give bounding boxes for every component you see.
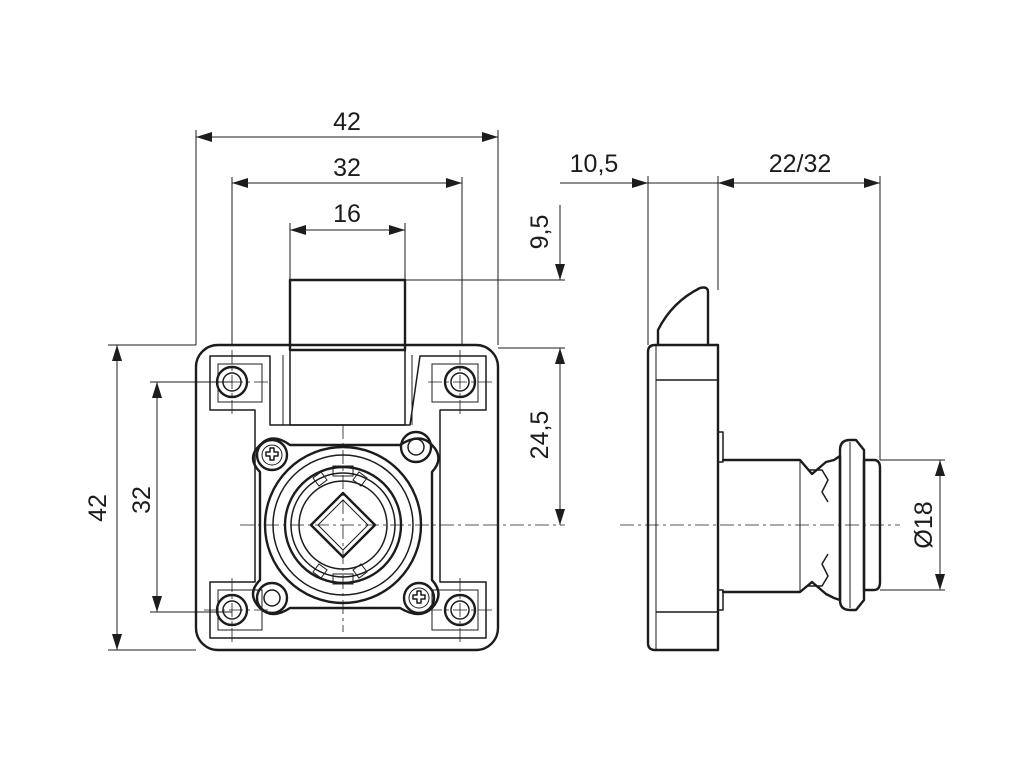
cylinder-flange	[251, 437, 440, 616]
bolt	[288, 278, 407, 352]
dim-bolt-16: 16	[333, 200, 361, 228]
dim-length-22-32: 22/32	[769, 150, 832, 178]
bolt-slot	[289, 349, 406, 426]
front-dimensions: 42 32 16 42 32 9,5	[84, 108, 565, 651]
side-dimensions: 10,5 22/32 Ø18	[560, 150, 945, 591]
cylinder-flange-side	[838, 438, 866, 612]
dim-thickness-10-5: 10,5	[570, 150, 619, 178]
mounting-hole-top-right	[443, 365, 477, 399]
dim-bolt-offset-9-5: 9,5	[526, 215, 554, 250]
cylinder-end-side	[862, 458, 882, 592]
dim-width-32: 32	[333, 154, 361, 182]
screw-bottom-right	[402, 581, 436, 615]
dim-height-42: 42	[84, 494, 112, 522]
bolt-latch-side	[656, 286, 710, 347]
lock-plate	[194, 343, 500, 652]
cylinder-shaft-side	[721, 454, 842, 602]
dim-diameter-18: Ø18	[910, 501, 938, 548]
dim-height-32: 32	[128, 486, 156, 514]
screw-bottom-left	[255, 581, 289, 615]
dim-width-42: 42	[333, 108, 361, 136]
dim-center-offset-24-5: 24,5	[526, 411, 554, 460]
screw-top-left	[255, 438, 289, 472]
plate-inner-outline	[209, 355, 487, 639]
mounting-hole-bottom-right	[443, 593, 477, 627]
lock-body-side	[646, 343, 720, 652]
screw-top-right	[399, 430, 433, 464]
side-view	[620, 286, 900, 652]
front-view	[194, 278, 500, 652]
